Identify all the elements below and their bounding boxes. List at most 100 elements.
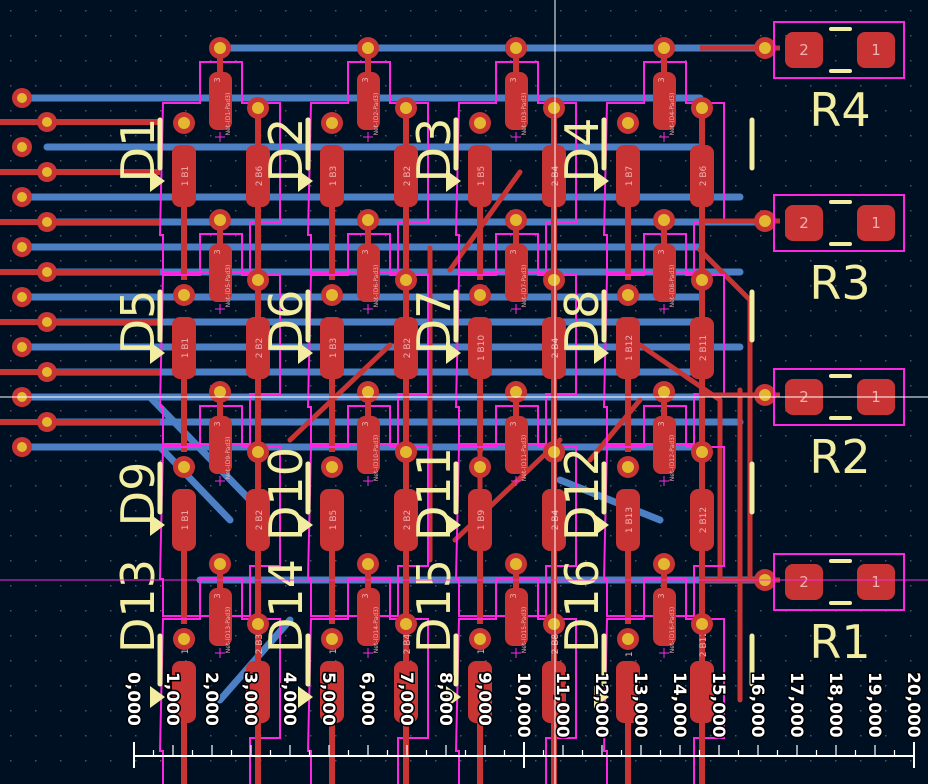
- grid-dot: [210, 685, 212, 687]
- grid-dot: [685, 660, 687, 662]
- grid-dot: [435, 160, 437, 162]
- grid-dot: [710, 85, 712, 87]
- grid-dot: [735, 760, 737, 762]
- grid-dot: [360, 60, 362, 62]
- grid-dot: [385, 435, 387, 437]
- grid-dot: [760, 435, 762, 437]
- grid-dot: [610, 35, 612, 37]
- grid-dot: [760, 135, 762, 137]
- grid-dot: [110, 335, 112, 337]
- grid-dot: [785, 735, 787, 737]
- grid-dot: [685, 160, 687, 162]
- grid-dot: [835, 435, 837, 437]
- grid-dot: [135, 410, 137, 412]
- pad-2: [542, 317, 566, 379]
- grid-dot: [385, 610, 387, 612]
- grid-dot: [210, 335, 212, 337]
- grid-dot: [535, 510, 537, 512]
- grid-dot: [785, 535, 787, 537]
- grid-dot: [235, 735, 237, 737]
- grid-dot: [135, 485, 137, 487]
- via-drill: [362, 558, 374, 570]
- grid-dot: [585, 35, 587, 37]
- grid-dot: [585, 585, 587, 587]
- pad-3-net: Net-(D9-Pad3): [225, 437, 232, 480]
- via-drill: [326, 117, 338, 129]
- grid-dot: [910, 185, 912, 187]
- pad-3-label: 3: [509, 77, 518, 82]
- grid-dot: [335, 760, 337, 762]
- grid-dot: [460, 760, 462, 762]
- reference-r2: R2: [809, 430, 870, 484]
- grid-dot: [535, 110, 537, 112]
- grid-dot: [585, 110, 587, 112]
- grid-dot: [35, 410, 37, 412]
- grid-dot: [60, 410, 62, 412]
- courtyard-outline: [454, 405, 577, 617]
- grid-dot: [860, 560, 862, 562]
- grid-dot: [135, 285, 137, 287]
- pad-1: [468, 661, 492, 723]
- grid-dot: [810, 285, 812, 287]
- via-drill: [658, 558, 670, 570]
- grid-dot: [310, 335, 312, 337]
- grid-dot: [585, 660, 587, 662]
- grid-dot: [735, 260, 737, 262]
- grid-dot: [885, 760, 887, 762]
- grid-dot: [635, 85, 637, 87]
- grid-dot: [810, 85, 812, 87]
- via-drill: [474, 461, 486, 473]
- grid-dot: [185, 110, 187, 112]
- grid-dot: [785, 185, 787, 187]
- grid-dot: [910, 260, 912, 262]
- pad-3-net: Net-(D2-Pad3): [373, 93, 380, 136]
- grid-dot: [885, 110, 887, 112]
- grid-dot: [285, 35, 287, 37]
- courtyard-outline: [602, 405, 725, 617]
- grid-dot: [110, 285, 112, 287]
- grid-dot: [135, 310, 137, 312]
- grid-dot: [460, 635, 462, 637]
- grid-dot: [285, 535, 287, 537]
- grid-dot: [660, 535, 662, 537]
- grid-dot: [685, 535, 687, 537]
- grid-dot: [585, 310, 587, 312]
- grid-dot: [335, 235, 337, 237]
- via-drill: [362, 42, 374, 54]
- grid-dot: [910, 585, 912, 587]
- anchor-cross: [363, 132, 373, 142]
- grid-dot: [110, 60, 112, 62]
- grid-dot: [485, 435, 487, 437]
- grid-dot: [910, 710, 912, 712]
- grid-dot: [410, 35, 412, 37]
- pad-1-label: 1 B5: [329, 510, 339, 531]
- grid-dot: [85, 460, 87, 462]
- grid-dot: [85, 210, 87, 212]
- grid-dot: [610, 210, 612, 212]
- pad-2-label: 2 B4: [551, 509, 561, 530]
- grid-dot: [560, 10, 562, 12]
- grid-dot: [235, 210, 237, 212]
- grid-dot: [560, 610, 562, 612]
- grid-dot: [10, 585, 12, 587]
- grid-dot: [60, 685, 62, 687]
- grid-dot: [485, 485, 487, 487]
- grid-dot: [910, 410, 912, 412]
- grid-dot: [35, 710, 37, 712]
- grid-dot: [535, 535, 537, 537]
- pad-3-net: Net-(D8-Pad3): [669, 265, 676, 308]
- grid-dot: [735, 660, 737, 662]
- grid-dot: [285, 610, 287, 612]
- pad-3-label: 3: [509, 421, 518, 426]
- grid-dot: [735, 710, 737, 712]
- grid-dot: [310, 710, 312, 712]
- grid-dot: [535, 760, 537, 762]
- ruler-label: 18,000: [825, 672, 845, 738]
- pad-2-label: 2 B12: [699, 631, 709, 657]
- grid-dot: [760, 560, 762, 562]
- grid-dot: [760, 310, 762, 312]
- grid-dot: [85, 585, 87, 587]
- pad-3-net: Net-(D7-Pad3): [521, 265, 528, 308]
